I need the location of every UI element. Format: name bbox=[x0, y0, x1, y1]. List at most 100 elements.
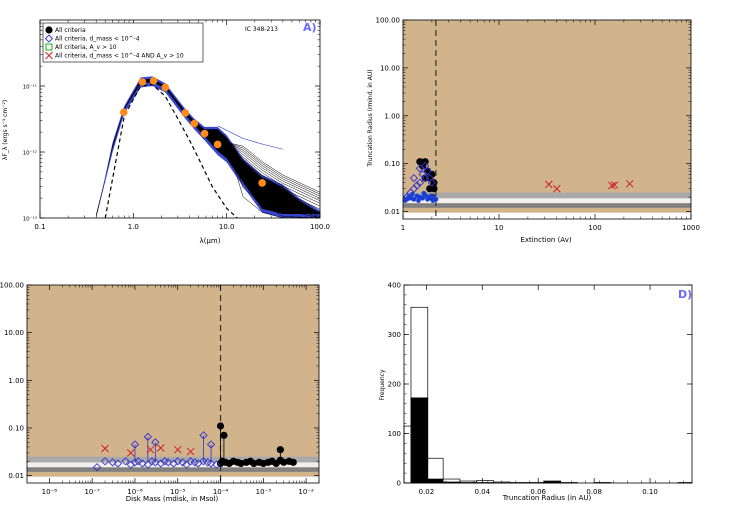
model-sed-line bbox=[226, 142, 320, 199]
panel-c-xtick-label: 10⁻² bbox=[298, 488, 314, 496]
legend-label: All criteria, A_v > 10 bbox=[55, 44, 117, 51]
panel-d-xtick-label: 0.04 bbox=[474, 488, 490, 496]
panel-c-point bbox=[178, 458, 187, 467]
panel-c-point bbox=[206, 459, 216, 468]
panel-b-point bbox=[426, 194, 432, 200]
panel-a-ytick-label: 10⁻¹¹ bbox=[23, 84, 37, 91]
panel-d-xtick-label: 0.08 bbox=[586, 488, 602, 496]
panel-c-ytick-label: 0.01 bbox=[8, 472, 24, 480]
panel-b-point bbox=[409, 184, 419, 193]
panel-c-point bbox=[289, 458, 297, 466]
panel-d-ytick-label: 100 bbox=[388, 430, 401, 438]
panel-c-point bbox=[92, 463, 102, 472]
panel-c-xtick-label: 10⁻³ bbox=[256, 488, 272, 496]
observed-point bbox=[213, 140, 222, 149]
panel-b-point bbox=[610, 181, 619, 189]
panel-b-frame bbox=[402, 19, 692, 220]
panel-c-xtick-label: 10⁻⁵ bbox=[170, 488, 186, 496]
panel-b-point bbox=[409, 191, 415, 197]
panel-b-ytick-label: 10.00 bbox=[380, 64, 400, 72]
panel-c-point bbox=[151, 458, 160, 467]
panel-c-point bbox=[130, 458, 140, 467]
panel-b-xlabel: Extinction (Av) bbox=[520, 236, 571, 244]
panel-a-frame bbox=[39, 19, 321, 219]
legend-marker bbox=[45, 51, 53, 60]
model-sed-line bbox=[226, 142, 320, 197]
panel-c-point bbox=[156, 444, 165, 452]
panel-b-ylabel: Truncation Radius (rmind, in AU) bbox=[367, 69, 374, 167]
legend-label: All criteria, d_mass < 10^-4 bbox=[55, 36, 140, 43]
panel-d-ytick-label: 0 bbox=[397, 480, 401, 488]
panel-a-ytick-label: 10⁻¹³ bbox=[23, 216, 37, 223]
panel-c-plot bbox=[27, 285, 319, 483]
panel-c-point bbox=[173, 445, 182, 454]
observed-point bbox=[200, 129, 209, 138]
histogram-bar-filled bbox=[427, 478, 444, 484]
observed-point bbox=[161, 83, 170, 92]
panel-c-scatter: C) Disk Mass (mdisk, in Msol) 10⁻⁸10⁻⁷10… bbox=[0, 282, 320, 503]
legend-marker bbox=[45, 26, 53, 34]
panel-c-bottom-white bbox=[27, 476, 319, 483]
panel-c-ytick-label: 100.00 bbox=[0, 282, 24, 290]
model-sed-line bbox=[226, 142, 320, 210]
panel-a-plot bbox=[96, 76, 320, 218]
panel-a-xtick-label: 10.0 bbox=[219, 223, 235, 231]
panel-c-frame bbox=[26, 284, 320, 484]
panel-b-point bbox=[430, 179, 438, 187]
panel-c-xtick-label: 10⁻⁴ bbox=[213, 488, 229, 496]
panel-b-point bbox=[415, 164, 425, 173]
panel-b-background bbox=[403, 20, 691, 219]
panel-a-xlabel: λ(μm) bbox=[200, 237, 221, 245]
model-sed-line bbox=[226, 142, 320, 218]
panel-c-point bbox=[130, 440, 140, 449]
observed-point bbox=[119, 108, 128, 117]
panel-b-ytick-label: 100.00 bbox=[376, 17, 401, 25]
panel-b-ytick-label: 1.00 bbox=[384, 112, 400, 120]
panel-b-xtick-label: 1 bbox=[401, 224, 405, 232]
panel-d-xtick-label: 0.02 bbox=[419, 488, 435, 496]
panel-b-band bbox=[403, 198, 691, 204]
panel-c-point bbox=[134, 457, 143, 466]
panel-b-scatter: B) Extinction (Av) Truncation Radius (rm… bbox=[367, 17, 700, 245]
panel-b-point bbox=[625, 179, 634, 188]
panel-a-xtick-label: 0.1 bbox=[34, 223, 45, 231]
panel-c-point bbox=[121, 457, 130, 466]
panel-c-point bbox=[151, 438, 160, 447]
panel-d-ytick-label: 400 bbox=[388, 282, 401, 290]
model-sed-line bbox=[226, 142, 320, 218]
panel-d-label: D) bbox=[678, 288, 692, 301]
panel-c-point bbox=[216, 422, 225, 430]
panel-b-point bbox=[421, 158, 429, 166]
panel-b-point bbox=[411, 196, 417, 202]
panel-c-band bbox=[27, 467, 319, 472]
panel-c-ytick-label: 1.00 bbox=[8, 377, 24, 385]
panel-a-ytick-label: 10⁻¹² bbox=[23, 150, 37, 157]
model-sed-line bbox=[226, 142, 320, 218]
panel-b-bottom-white bbox=[403, 212, 691, 219]
panel-c-point bbox=[156, 459, 165, 468]
legend-label: All criteria, d_mass < 10^-4 AND A_v > 1… bbox=[55, 53, 184, 60]
observed-point bbox=[190, 119, 199, 128]
panel-c-point bbox=[199, 431, 208, 440]
panel-c-band bbox=[27, 462, 319, 468]
panel-c-ytick-label: 0.10 bbox=[8, 424, 24, 432]
panel-c-background bbox=[27, 285, 319, 483]
panel-c-point bbox=[206, 440, 216, 449]
panel-c-point bbox=[126, 449, 135, 457]
histogram-bar-filled bbox=[410, 397, 429, 484]
panel-c-point bbox=[212, 460, 221, 469]
model-sed-line bbox=[226, 142, 320, 195]
photosphere-curve bbox=[104, 83, 238, 218]
panel-c-point bbox=[173, 457, 182, 466]
panel-a-ylabel: λF_λ (ergs s⁻¹ cm⁻²) bbox=[2, 100, 9, 160]
panel-d-ylabel: Frequency bbox=[379, 369, 386, 400]
panel-b-xtick-label: 100 bbox=[588, 224, 601, 232]
panel-c-point bbox=[100, 457, 110, 466]
model-sed-line bbox=[226, 142, 320, 201]
panel-b-xtick-label: 10 bbox=[495, 224, 504, 232]
legend-marker bbox=[45, 43, 53, 51]
panel-b-point bbox=[415, 178, 425, 187]
panel-b-point bbox=[544, 180, 553, 189]
observed-point bbox=[138, 78, 147, 86]
